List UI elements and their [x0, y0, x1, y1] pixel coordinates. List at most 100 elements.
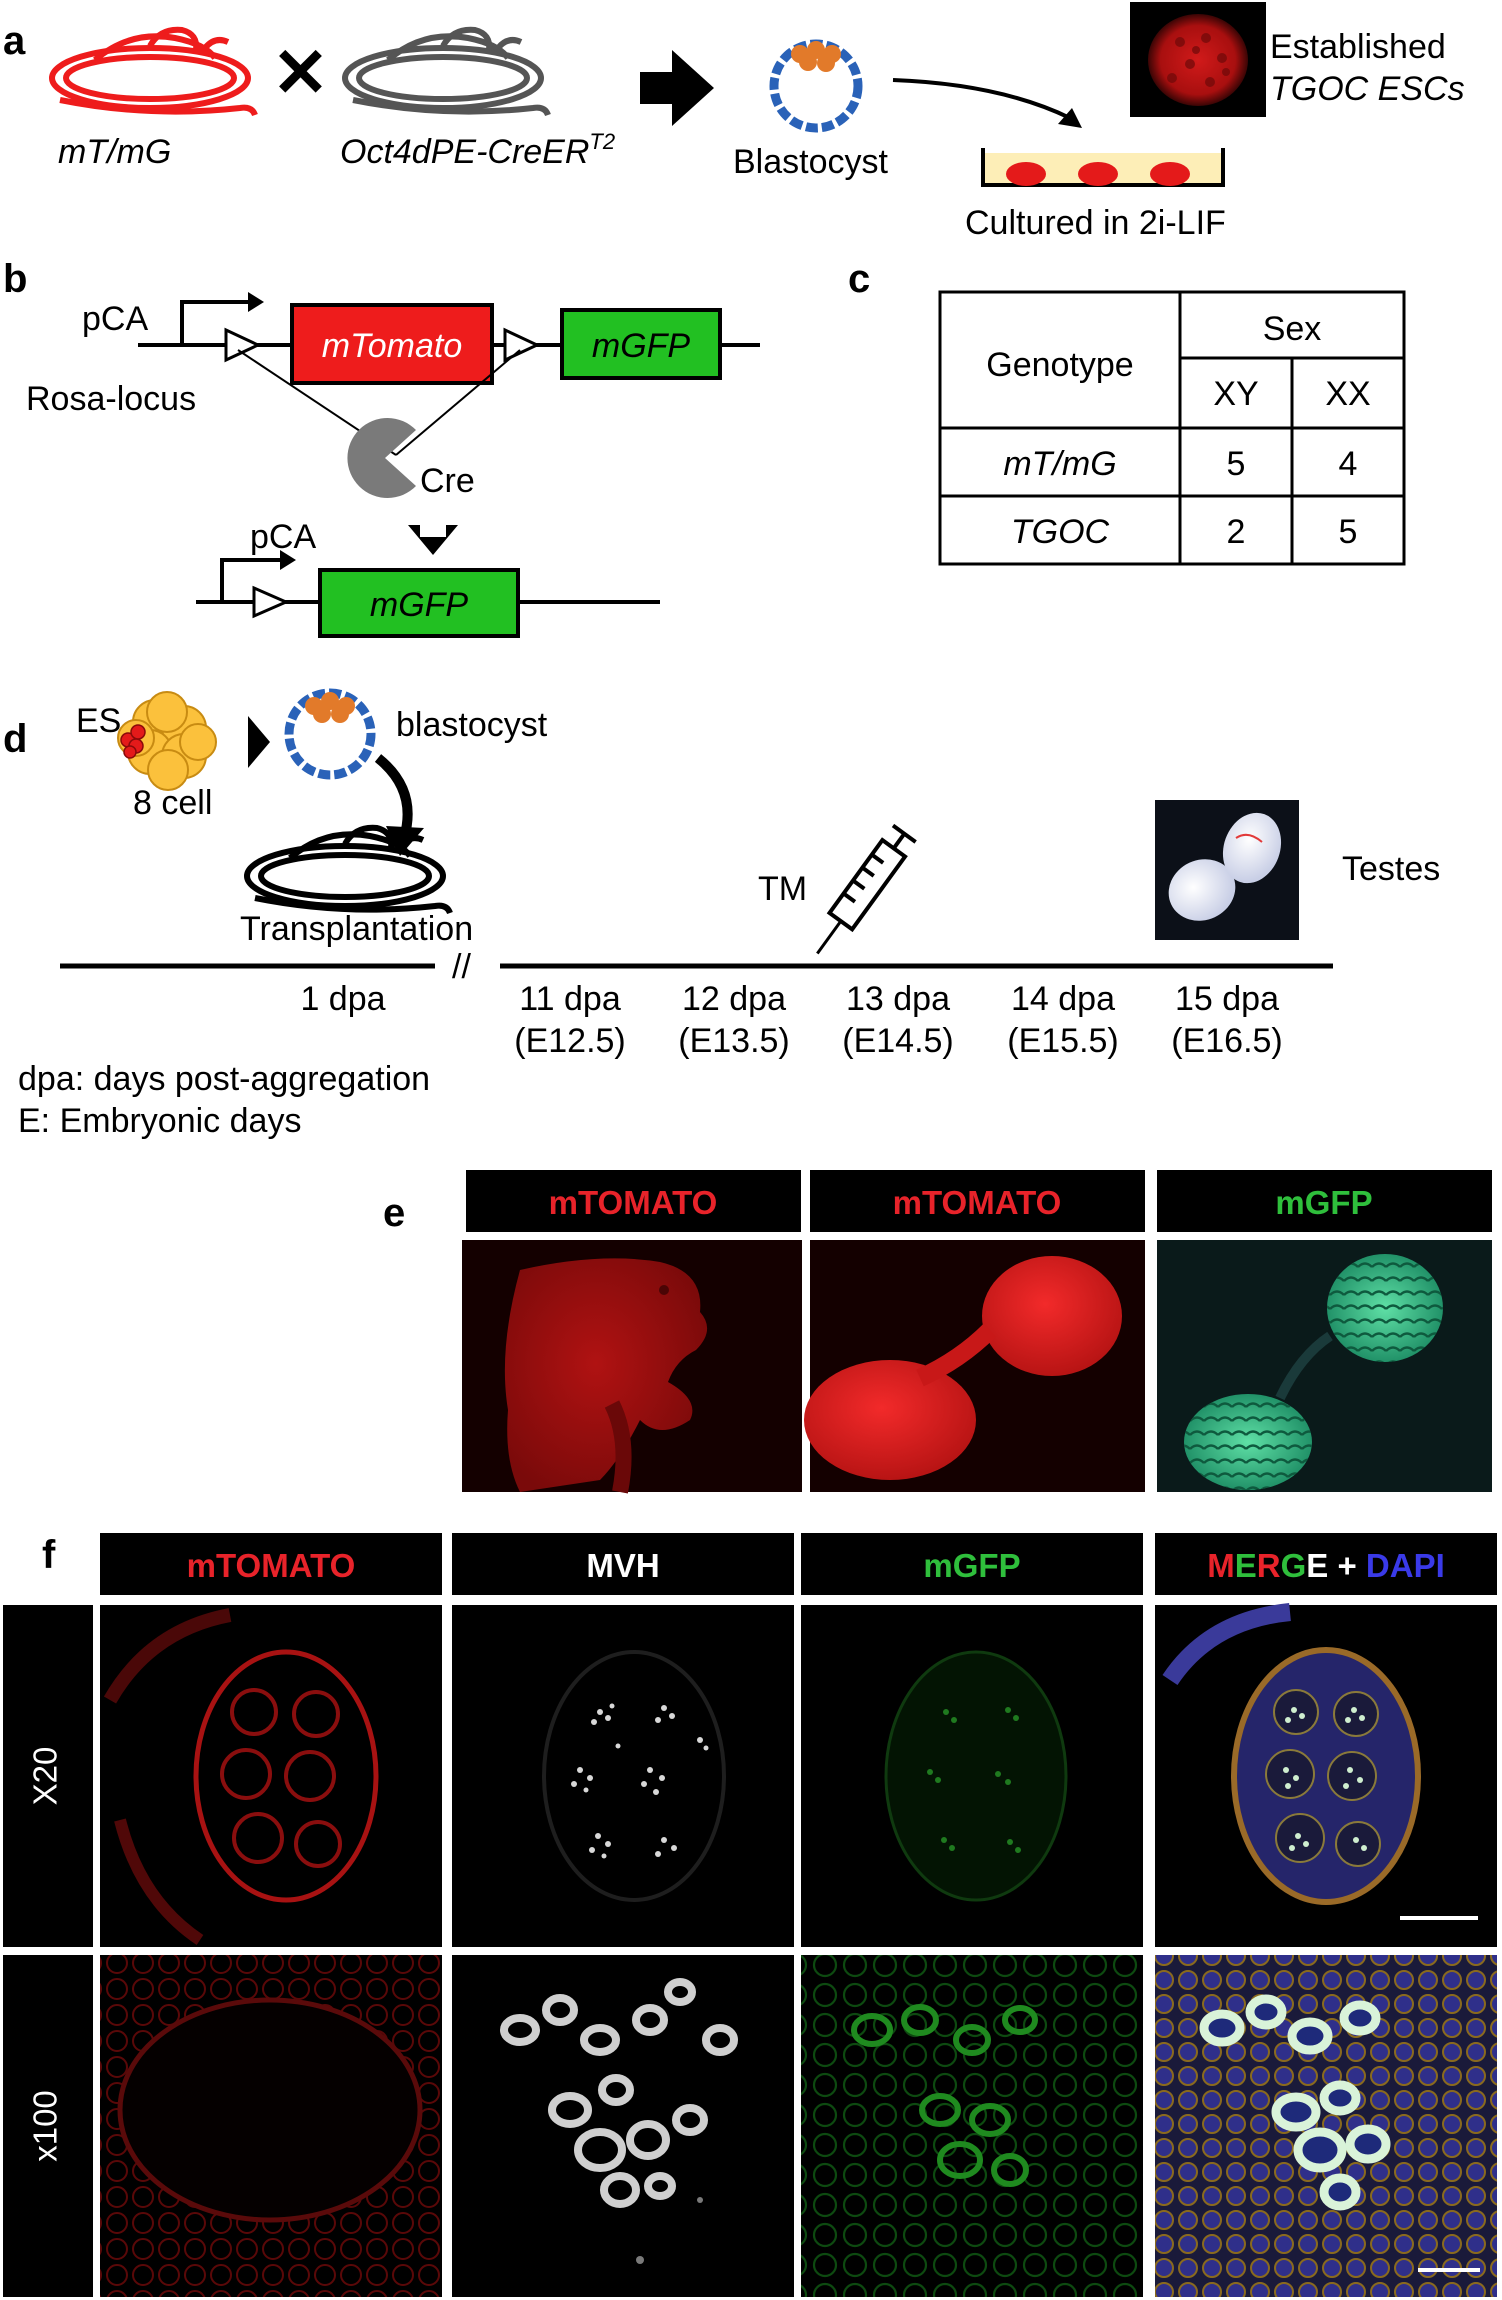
eight-cell-label: 8 cell	[133, 784, 212, 822]
timeline-break: //	[452, 948, 471, 986]
embryo-red-photo	[462, 1240, 802, 1494]
mgfp-gene-label: mGFP	[592, 327, 691, 365]
mtomato-gene-box	[290, 303, 494, 385]
curved-arrowhead-icon	[1058, 108, 1082, 128]
mgfp-recombined-label: mGFP	[370, 586, 469, 624]
esc-colony-photo	[1130, 2, 1266, 117]
timepoint-dpa: 12 dpa	[682, 980, 786, 1018]
table-header-sex: Sex	[1263, 310, 1322, 348]
legend-dpa: dpa: days post-aggregation	[18, 1060, 430, 1098]
arrow-right-icon	[640, 50, 714, 126]
panel-a: a mT/mG ✕ Oct4dPE-CreERT2	[3, 2, 1465, 242]
cross-icon: ✕	[272, 35, 329, 111]
eight-cell-embryo-icon	[117, 691, 217, 791]
panel-d: d ES 8 cell blastocyst	[3, 688, 1440, 1140]
mouse-gray-label: Oct4dPE-CreERT2	[340, 129, 615, 171]
blastocyst-icon	[769, 39, 863, 133]
syringe-icon	[816, 823, 917, 955]
mouse-gray-icon	[342, 26, 551, 117]
table-cell-xy: 2	[1227, 513, 1246, 551]
timepoint-dpa: 15 dpa	[1175, 980, 1279, 1018]
timepoint-e: (E15.5)	[1007, 1022, 1119, 1060]
timepoint-dpa: 1 dpa	[300, 980, 385, 1018]
timepoint-e: (E14.5)	[842, 1022, 954, 1060]
culture-dish-icon	[981, 148, 1225, 187]
f-header-mgfp: mGFP	[923, 1547, 1020, 1584]
f-header-mtomato: mTOMATO	[187, 1547, 356, 1584]
es-cells-icon	[120, 724, 146, 759]
panel-f-label: f	[42, 1533, 56, 1577]
timepoint-dpa: 13 dpa	[846, 980, 950, 1018]
loxp-icon	[224, 327, 262, 363]
f-x100-mvh-image	[452, 1955, 794, 2297]
e-header-mtomato: mTOMATO	[893, 1184, 1062, 1221]
blastocyst-label: Blastocyst	[733, 143, 888, 181]
timepoint-dpa: 11 dpa	[519, 980, 621, 1018]
culture-label: Cultured in 2i-LIF	[965, 204, 1226, 242]
testes-label: Testes	[1342, 850, 1440, 888]
mouse-red-icon	[49, 26, 258, 117]
e-header-box	[1157, 1170, 1492, 1232]
mgfp-recombined-box	[318, 568, 520, 638]
panel-e: e mTOMATO mTOMATO mGFP	[383, 1170, 1492, 1494]
promoter-label: pCA	[82, 300, 148, 338]
mgfp-gene-box	[560, 308, 722, 380]
panel-b-label: b	[3, 257, 27, 301]
table-cell-xx: 4	[1339, 445, 1358, 483]
table-cell-xy: 5	[1227, 445, 1246, 483]
e-header-mtomato: mTOMATO	[549, 1184, 718, 1221]
table-cell-genotype: TGOC	[1011, 513, 1110, 551]
f-x100-merge-image	[1155, 1955, 1497, 2297]
panel-a-label: a	[3, 19, 26, 63]
mtomato-gene-label: mTomato	[322, 327, 462, 365]
loxp-icon	[503, 327, 541, 363]
e-header-box	[810, 1170, 1145, 1232]
panel-e-label: e	[383, 1191, 405, 1235]
f-row-label-x100: x100	[27, 2090, 64, 2162]
timepoint-e: (E12.5)	[514, 1022, 626, 1060]
cre-label: Cre	[420, 462, 475, 500]
table-header-xx: XX	[1325, 375, 1370, 413]
transfer-arrow	[374, 754, 413, 840]
genotype-table	[938, 290, 1406, 566]
f-header-box	[801, 1533, 1143, 1595]
locus-label: Rosa-locus	[26, 380, 196, 418]
f-header-mvh: MVH	[586, 1547, 659, 1584]
established-label: Established	[1270, 28, 1446, 66]
e-header-box	[466, 1170, 801, 1232]
f-row-label-x20: X20	[27, 1747, 64, 1806]
surrogate-mouse-icon	[244, 824, 453, 915]
timepoint-dpa: 14 dpa	[1011, 980, 1115, 1018]
panel-d-label: d	[3, 717, 27, 761]
e-header-mgfp: mGFP	[1275, 1184, 1372, 1221]
f-x100-mtomato-image	[100, 1955, 442, 2297]
transplantation-label: Transplantation	[240, 910, 473, 948]
f-header-box	[1155, 1533, 1497, 1595]
f-header-box	[100, 1533, 442, 1595]
es-label: ES	[76, 702, 121, 740]
legend-e: E: Embryonic days	[18, 1102, 301, 1140]
panel-f: f mTOMATO MVH mGFP MERGE + DAPI X20 x100	[3, 1533, 1497, 2297]
f-x20-mgfp-image	[801, 1605, 1143, 1947]
testes-red-photo	[804, 1240, 1145, 1492]
promoter-arrow-icon	[180, 300, 248, 345]
f-row-label-box	[3, 1955, 93, 2297]
timepoint-e: (E13.5)	[678, 1022, 790, 1060]
testes-photo	[1155, 800, 1299, 940]
testes-green-photo	[1157, 1240, 1492, 1492]
table-cell-genotype: mT/mG	[1003, 445, 1116, 483]
f-x20-merge-image	[1155, 1603, 1497, 1947]
loxp-icon	[252, 585, 290, 619]
cre-enzyme-icon	[347, 418, 416, 499]
table-header-genotype: Genotype	[986, 346, 1133, 384]
table-cell-xx: 5	[1339, 513, 1358, 551]
f-row-label-box	[3, 1605, 93, 1947]
panel-b: b pCA Rosa-locus mTomato mGFP Cre pCA mG…	[3, 257, 760, 638]
mouse-red-label: mT/mG	[58, 133, 171, 171]
promoter2-label: pCA	[250, 518, 316, 556]
established-line-label: TGOC ESCs	[1270, 70, 1465, 108]
timepoint-e: (E16.5)	[1171, 1022, 1283, 1060]
tm-label: TM	[758, 870, 807, 908]
panel-c-label: c	[848, 257, 870, 301]
